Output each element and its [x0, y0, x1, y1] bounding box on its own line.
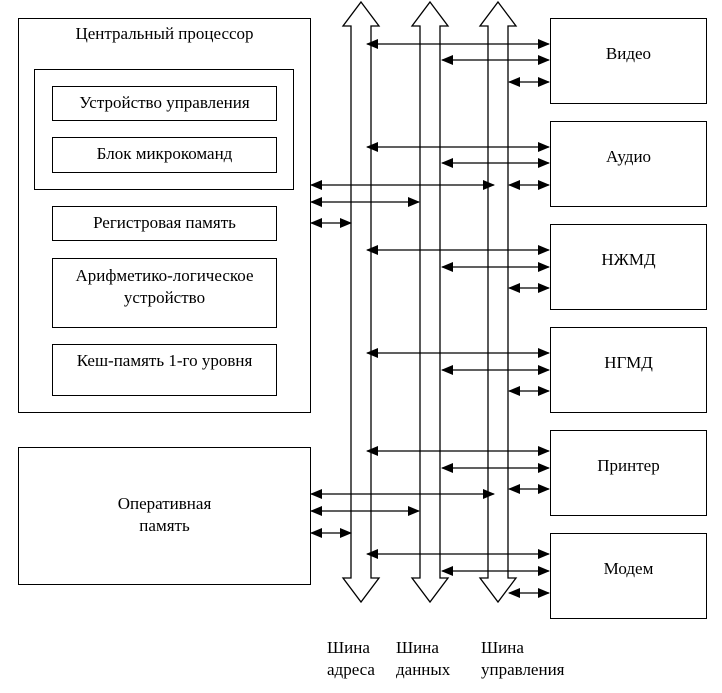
- microcode-block-box: Блок микрокоманд: [52, 137, 277, 173]
- printer-connections: [366, 446, 550, 494]
- ram-connections: [310, 489, 495, 538]
- hdd-connections: [366, 245, 550, 293]
- device-fdd-label: НГМД: [604, 353, 653, 372]
- device-fdd: НГМД: [550, 327, 707, 413]
- ram-block: Оперативная память: [18, 447, 311, 585]
- l1-cache-box: Кеш-память 1-го уровня: [52, 344, 277, 396]
- cpu-connections: [310, 180, 495, 228]
- address-bus-label: Шина адреса: [327, 638, 375, 679]
- microcode-block-label: Блок микрокоманд: [96, 144, 233, 163]
- register-memory-box: Регистровая память: [52, 206, 277, 241]
- device-printer: Принтер: [550, 430, 707, 516]
- device-hdd-label: НЖМД: [601, 250, 656, 269]
- alu-box: Арифметико-логическое устройство: [52, 258, 277, 328]
- fdd-connections: [366, 348, 550, 396]
- l1-cache-label: Кеш-память 1-го уровня: [76, 351, 253, 370]
- video-connections: [366, 39, 550, 87]
- alu-label: Арифметико-логическое устройство: [75, 266, 254, 307]
- device-printer-label: Принтер: [597, 456, 660, 475]
- device-modem-label: Модем: [603, 559, 654, 578]
- control-unit-label: Устройство управления: [79, 93, 250, 112]
- device-hdd: НЖМД: [550, 224, 707, 310]
- modem-connections: [366, 549, 550, 598]
- ram-label: Оперативная память: [117, 494, 212, 535]
- device-video: Видео: [550, 18, 707, 104]
- data-bus-label: Шина данных: [396, 638, 451, 679]
- control-bus-arrow: [478, 0, 518, 604]
- address-bus-arrow: [341, 0, 381, 604]
- cpu-title: Центральный процессор: [75, 24, 254, 43]
- register-memory-label: Регистровая память: [93, 213, 236, 232]
- control-bus-label: Шина управления: [481, 638, 565, 679]
- control-unit-box: Устройство управления: [52, 86, 277, 121]
- device-audio: Аудио: [550, 121, 707, 207]
- device-modem: Модем: [550, 533, 707, 619]
- device-audio-label: Аудио: [605, 147, 652, 166]
- audio-connections: [366, 142, 550, 190]
- device-video-label: Видео: [605, 44, 652, 63]
- data-bus-arrow: [410, 0, 450, 604]
